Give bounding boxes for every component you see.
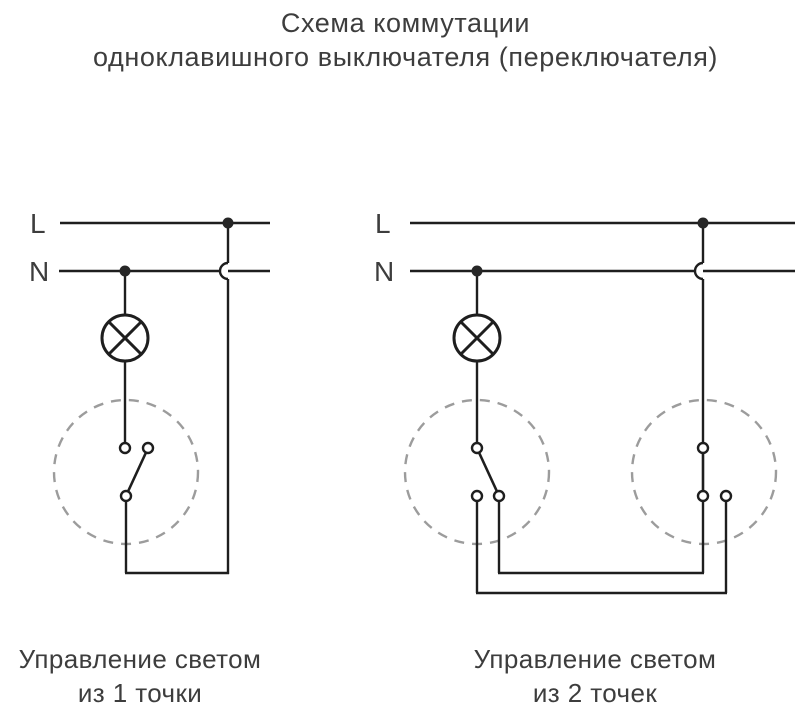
two-way-switch-2-icon xyxy=(696,441,733,503)
switch1-contact-bottom-left xyxy=(470,489,484,503)
switch1-lever xyxy=(477,451,499,493)
page-title: Схема коммутации одноклавишного выключат… xyxy=(0,6,811,74)
two-way-switch-1-icon xyxy=(470,441,506,503)
caption-one-point: Управление светом из 1 точки xyxy=(0,642,280,710)
lamp-crossed-circle-icon xyxy=(100,313,150,363)
page-title-line1: Схема коммутации xyxy=(280,8,531,38)
single-switch-open-icon xyxy=(118,441,155,503)
wire-hop-over-neutral xyxy=(218,261,229,281)
page-title-line2: одноклавишного выключателя (переключател… xyxy=(92,42,719,72)
neutral-label: N xyxy=(29,256,50,287)
switch2-contact-bottom-right xyxy=(719,489,733,503)
neutral-label: N xyxy=(374,256,395,287)
switch-contact-top-right xyxy=(141,441,155,455)
lamp-cross xyxy=(459,320,495,356)
lamp-crossed-circle-icon xyxy=(452,313,502,363)
diagram-two-point: L N xyxy=(374,208,795,595)
caption-two-point-line2: из 2 точек xyxy=(532,678,658,708)
phase-junction-dot xyxy=(697,217,709,229)
neutral-junction-dot xyxy=(471,265,483,277)
switch1-contact-top xyxy=(470,441,484,455)
phase-label: L xyxy=(30,208,47,239)
phase-label: L xyxy=(375,208,392,239)
caption-two-point: Управление светом из 2 точек xyxy=(455,642,735,710)
switch-lever xyxy=(126,451,148,493)
switch1-contact-bottom-right xyxy=(492,489,506,503)
switch2-contact-bottom-left xyxy=(696,489,710,503)
neutral-junction-dot xyxy=(119,265,131,277)
phase-junction-dot xyxy=(222,217,234,229)
switch-contact-top-left xyxy=(118,441,132,455)
caption-one-point-line1: Управление светом xyxy=(18,644,262,674)
lamp-cross xyxy=(107,320,143,356)
switch-contact-bottom xyxy=(119,489,133,503)
diagram-one-point: L N xyxy=(29,208,270,575)
caption-one-point-line2: из 1 точки xyxy=(77,678,203,708)
switch2-contact-top xyxy=(696,441,710,455)
wire-hop-over-neutral xyxy=(693,261,704,281)
caption-two-point-line1: Управление светом xyxy=(473,644,717,674)
